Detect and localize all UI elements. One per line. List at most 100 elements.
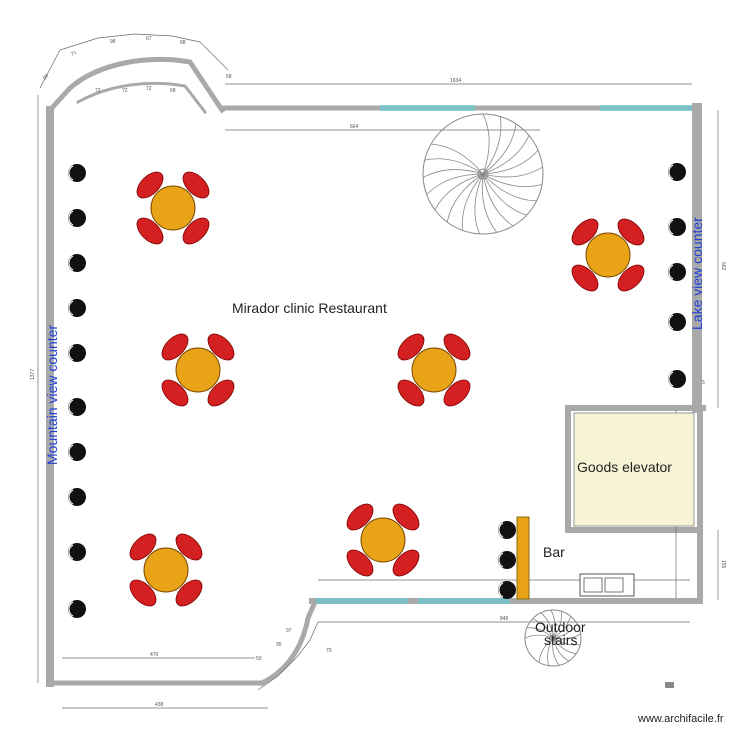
stool — [68, 209, 86, 227]
chair — [443, 333, 471, 361]
stool-highlight — [668, 219, 674, 235]
chair — [161, 379, 189, 407]
stool-seat — [68, 488, 86, 506]
table-set — [346, 503, 420, 577]
dimension-lines: 1634 664 1377 662 276 260 437 155 849 47… — [30, 33, 726, 709]
stool-seat — [68, 344, 86, 362]
round-table — [175, 347, 221, 393]
outdoor-stairs-label-line2: stairs — [544, 632, 577, 648]
stool-seat — [68, 600, 86, 618]
dim-stair-span: 664 — [350, 124, 359, 130]
stool — [68, 254, 86, 272]
round-table — [360, 517, 406, 563]
outdoor-stair-steps — [524, 609, 581, 666]
stool-seat — [68, 164, 86, 182]
stair-tread — [482, 113, 490, 175]
chair — [129, 533, 157, 561]
chair — [136, 171, 164, 199]
stool — [68, 344, 86, 362]
bar-counter — [516, 516, 530, 600]
stair-tread — [482, 173, 543, 188]
stool-seat — [668, 370, 686, 388]
curve-dim-3: 98 — [110, 39, 116, 45]
stool-highlight — [498, 522, 504, 538]
stair-tread — [540, 612, 554, 639]
stool-highlight — [68, 399, 74, 415]
windows — [316, 105, 692, 604]
stool-highlight — [68, 444, 74, 460]
stool — [668, 370, 686, 388]
stool — [668, 313, 686, 331]
round-table — [585, 232, 631, 278]
stool-seat — [668, 263, 686, 281]
stool — [68, 488, 86, 506]
chair — [392, 549, 420, 577]
stair-tread — [552, 633, 581, 640]
stool-seat — [668, 313, 686, 331]
window-bottom-2 — [418, 598, 510, 604]
chair — [571, 264, 599, 292]
stair-tread — [482, 149, 539, 175]
curve-dim-13: 97 — [286, 628, 292, 634]
curve-dim-7: 72 — [122, 88, 128, 94]
table-set — [571, 218, 645, 292]
window-top-2 — [600, 105, 692, 111]
stool-seat — [68, 443, 86, 461]
stair-tread — [552, 637, 577, 655]
dim-right-small: 5 — [702, 380, 705, 386]
dim-left-height: 1377 — [30, 369, 36, 380]
stool-highlight — [668, 164, 674, 180]
chair — [571, 218, 599, 246]
chair — [129, 579, 157, 607]
stool-highlight — [498, 582, 504, 598]
chair — [392, 503, 420, 531]
stool — [498, 521, 516, 539]
watermark: www.archifacile.fr — [637, 713, 724, 725]
stair-tread — [482, 123, 517, 175]
stair-tread — [552, 637, 569, 662]
chair — [207, 379, 235, 407]
chair — [136, 217, 164, 245]
stool-highlight — [68, 345, 74, 361]
sink-basin-1 — [583, 577, 603, 593]
stool — [668, 163, 686, 181]
stool-seat — [68, 398, 86, 416]
curve-dim-6: 72 — [95, 88, 101, 94]
stool-highlight — [68, 255, 74, 271]
chair — [346, 503, 374, 531]
stool-highlight — [668, 371, 674, 387]
curve-dim-9: 68 — [170, 88, 176, 94]
chair — [346, 549, 374, 577]
chair — [617, 264, 645, 292]
stool — [498, 581, 516, 599]
curve-dim-fan-upper — [39, 33, 229, 89]
stool — [68, 398, 86, 416]
table-set — [136, 171, 210, 245]
chair — [175, 579, 203, 607]
stair-tread — [482, 135, 530, 175]
stool — [68, 600, 86, 618]
sink — [579, 573, 635, 597]
stair-tread — [552, 611, 562, 639]
bottom-curved-wall — [258, 598, 319, 687]
upper-curved-wall — [46, 56, 226, 114]
stair-tread — [481, 173, 498, 233]
stair-tread — [532, 618, 554, 639]
stair-tread — [482, 116, 502, 175]
stool-highlight — [68, 165, 74, 181]
chair — [182, 171, 210, 199]
dim-bottom-left: 470 — [150, 652, 159, 658]
stool — [68, 443, 86, 461]
curve-dim-8: 72 — [146, 86, 152, 92]
dim-top-width: 1634 — [450, 78, 461, 84]
dining-tables — [129, 171, 645, 607]
stools — [68, 163, 686, 618]
stool-highlight — [68, 210, 74, 226]
lake-view-counter-label: Lake view counter — [689, 217, 705, 330]
stair-tread — [482, 173, 514, 227]
stool-seat — [498, 581, 516, 599]
stool-seat — [498, 521, 516, 539]
chair — [397, 333, 425, 361]
dim-lake-height: 662 — [720, 262, 726, 271]
